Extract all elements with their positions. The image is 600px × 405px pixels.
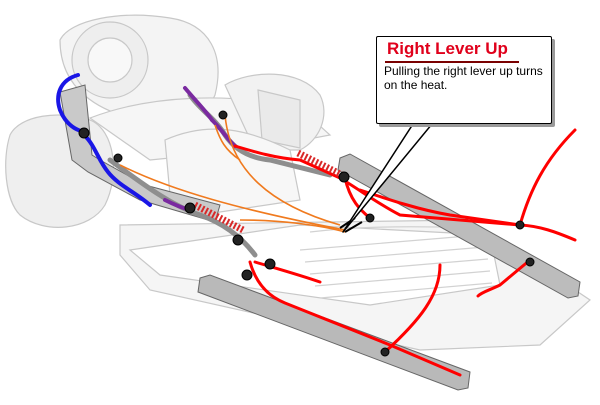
valve	[380, 347, 390, 357]
valve	[232, 234, 244, 246]
control-cable	[119, 114, 346, 233]
valve	[184, 202, 196, 214]
valve	[113, 153, 123, 163]
frame-rail-rear	[337, 153, 581, 299]
lever-right	[344, 221, 363, 233]
callout-body: Pulling the right lever up turns on the …	[384, 64, 543, 92]
valve	[515, 220, 525, 230]
frame-rail-front	[197, 274, 471, 391]
valve	[264, 258, 276, 270]
cold-air-duct	[56, 73, 152, 207]
car-body-outline	[5, 14, 591, 351]
valve	[338, 171, 350, 183]
heater-valves	[78, 110, 535, 357]
valve	[525, 257, 535, 267]
callout-pointer	[342, 123, 433, 233]
callout-title: Right Lever Up	[387, 39, 508, 58]
callout-box: Right Lever Up Pulling the right lever u…	[376, 36, 552, 124]
valve	[365, 213, 375, 223]
flex-hoses	[193, 149, 346, 234]
callout-title-underline	[385, 61, 519, 63]
valve	[241, 269, 253, 281]
valve	[218, 110, 228, 120]
valve	[78, 127, 90, 139]
